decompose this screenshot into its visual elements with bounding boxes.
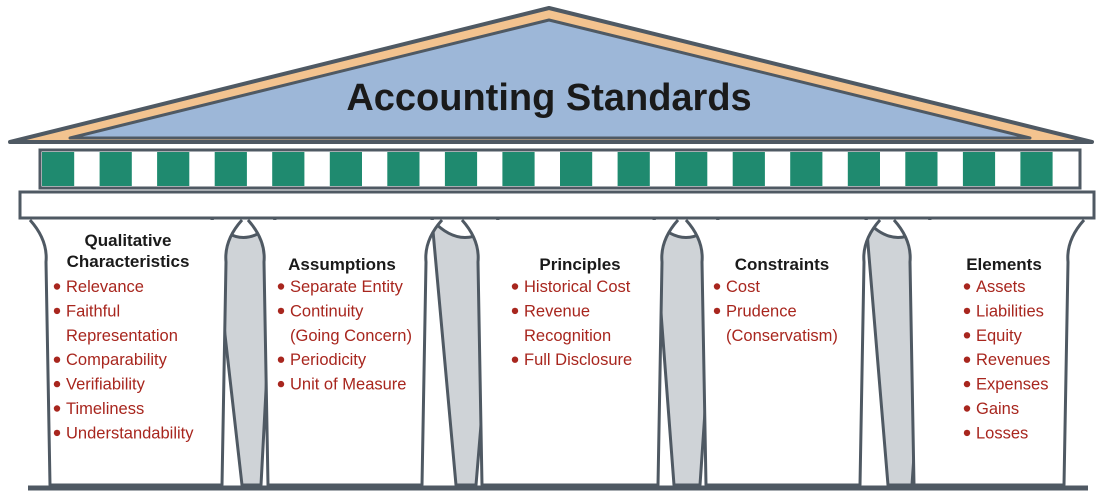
pillar-item: Full Disclosure [524,351,632,369]
frieze-block [272,152,305,186]
pillar-title: Elements [966,255,1042,274]
pillar-item: Recognition [524,327,611,345]
pillar-title: Qualitative [85,231,172,250]
pillar-item: Periodicity [290,351,367,369]
frieze-block [329,152,362,186]
architrave [18,190,1096,220]
pillar-item: Expenses [976,376,1048,394]
pillar-item: Cost [726,278,760,296]
frieze-blocks [42,152,1053,186]
frieze-block [962,152,996,186]
bullet-icon [277,380,285,388]
bullet-icon [511,307,519,315]
bullet-icon [963,405,971,412]
bullet-icon [277,307,285,315]
pillar-item: (Conservatism) [726,327,838,345]
pillar-item: Comparability [66,351,168,369]
bullet-icon [277,356,285,363]
frieze-block [99,152,132,186]
bullet-icon [53,283,61,290]
pillar-item: Revenues [976,351,1050,369]
bullet-icon [53,405,61,412]
bullet-icon [713,283,721,290]
pillar-item: Faithful [66,302,120,320]
bullet-icon [963,332,971,339]
frieze-block [790,152,823,186]
frieze-block [560,152,593,186]
diagram-title: Accounting Standards [346,77,751,119]
pillar-item: Unit of Measure [290,376,406,394]
pillar-title: Principles [539,255,620,274]
pillar-item: Losses [976,424,1028,442]
pillar-item: Historical Cost [524,278,631,296]
pillar-item: Assets [976,278,1026,296]
pillar-item: Timeliness [66,400,144,418]
pillar-item: Equity [976,327,1023,345]
pillar-item: Liabilities [976,302,1044,320]
pillar-item: Separate Entity [290,278,404,296]
frieze-block [847,152,880,186]
pillar-item: Understandability [66,424,194,442]
frieze-block [617,152,650,186]
pillar-body [892,218,1086,487]
bullet-icon [511,283,519,290]
pillar-title: Assumptions [288,255,396,274]
bullet-icon [963,307,971,315]
bullet-icon [963,283,971,290]
frieze-block [387,152,420,186]
frieze-block [42,152,75,186]
bullet-icon [53,380,61,388]
pillar-title: Characteristics [67,252,190,271]
pillar: QualitativeCharacteristicsRelevanceFaith… [28,218,244,487]
pillar-item: Revenue [524,302,590,320]
pillar-item: Representation [66,327,178,345]
bullet-icon [53,356,61,363]
pillar-item: Verifiability [66,376,146,394]
pillar-body [28,218,244,487]
frieze-block [502,152,535,186]
bullet-icon [511,356,519,363]
pillar-item: Prudence [726,302,797,320]
frieze-block [214,152,247,186]
bullet-icon [713,307,721,315]
frieze-block [157,152,190,186]
bullet-icon [277,283,285,290]
frieze-block [732,152,765,186]
frieze-block [675,152,708,186]
pillar-item: (Going Concern) [290,327,412,345]
pillar-item: Continuity [290,302,364,320]
pillar-title: Constraints [735,255,829,274]
bullet-icon [53,307,61,315]
bullet-icon [963,429,971,437]
bullet-icon [53,429,61,437]
bullet-icon [963,380,971,388]
pillar-body [684,218,882,487]
roof-inner [68,18,1032,140]
pillar: ElementsAssetsLiabilitiesEquityRevenuesE… [892,218,1086,487]
bullet-icon [963,356,971,363]
pillar-body [246,218,444,487]
frieze-block [905,152,938,186]
pillar-item: Gains [976,400,1019,418]
pillar-item: Relevance [66,278,144,296]
frieze-block [1020,152,1053,186]
pillars: QualitativeCharacteristicsRelevanceFaith… [28,218,1086,487]
frieze-block [444,152,478,186]
